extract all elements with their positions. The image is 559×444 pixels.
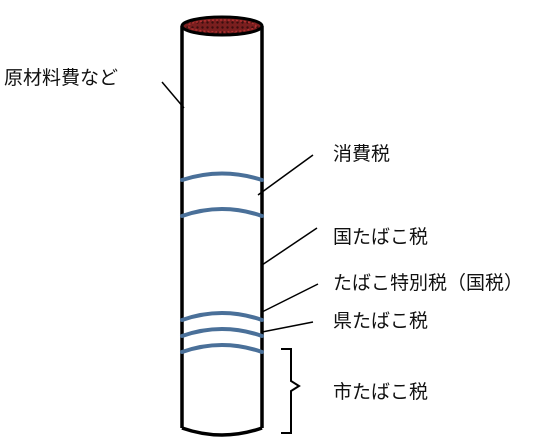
label-special-tobacco-tax: たばこ特別税（国税）: [333, 272, 523, 294]
band-prefectural-top: [180, 327, 264, 338]
label-raw-materials: 原材料費など: [4, 67, 118, 89]
label-consumption-tax: 消費税: [333, 143, 390, 165]
band-consumption-bottom: [180, 207, 264, 218]
band-municipal-top: [180, 343, 264, 354]
band-special-top: [180, 311, 264, 322]
leader-prefectural: [261, 321, 314, 333]
municipal-bracket: [281, 348, 301, 434]
label-national-tobacco-tax: 国たばこ税: [333, 226, 428, 248]
cigarette-body: [180, 22, 263, 436]
band-consumption-top: [180, 171, 264, 182]
label-municipal-tobacco-tax: 市たばこ税: [333, 381, 428, 403]
cigarette-tip-ember: [187, 19, 257, 33]
leader-national: [261, 227, 318, 266]
leader-lines: [161, 81, 319, 333]
leader-consumption: [257, 154, 314, 196]
cigarette-bottom-edge: [181, 426, 263, 437]
tax-bands: [180, 171, 264, 354]
cigarette: [180, 15, 264, 437]
label-prefectural-tobacco-tax: 県たばこ税: [333, 310, 428, 332]
leader-raw-materials: [161, 81, 185, 109]
leader-special: [261, 283, 319, 313]
